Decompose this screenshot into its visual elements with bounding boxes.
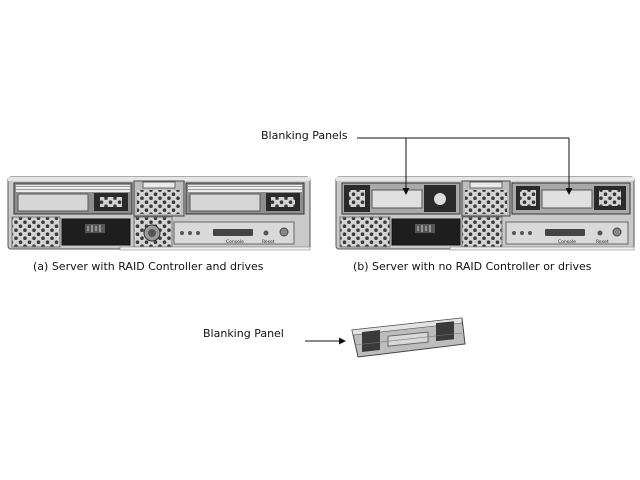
blanking-panel-left: [341, 182, 461, 215]
drive-left: [13, 182, 133, 215]
blanking-panel-part: [351, 317, 466, 358]
cisco-badge-b: [391, 218, 461, 246]
blanking-panel-callout: Blanking Panel: [203, 327, 284, 340]
drive-right: [185, 182, 305, 215]
console-label-b: Console: [558, 239, 576, 245]
console-label-a: Console: [226, 239, 244, 245]
center-vent-a: [133, 180, 185, 217]
console-panel-a: Console Reset: [173, 221, 295, 245]
reset-label-a: Reset: [262, 239, 275, 245]
blanking-panel-right: [511, 182, 631, 215]
caption-b: (b) Server with no RAID Controller or dr…: [353, 260, 592, 273]
caption-a: (a) Server with RAID Controller and driv…: [33, 260, 264, 273]
reset-label-b: Reset: [596, 239, 609, 245]
server-a: Console Reset: [7, 176, 311, 251]
blanking-panels-callout: Blanking Panels: [261, 129, 348, 142]
console-panel-b: Console Reset: [505, 221, 629, 245]
cisco-badge-a: [61, 218, 131, 246]
center-vent-b: [461, 180, 511, 217]
blanking-panels-callout-lines: [357, 137, 573, 195]
server-b: Console Reset: [335, 176, 635, 251]
